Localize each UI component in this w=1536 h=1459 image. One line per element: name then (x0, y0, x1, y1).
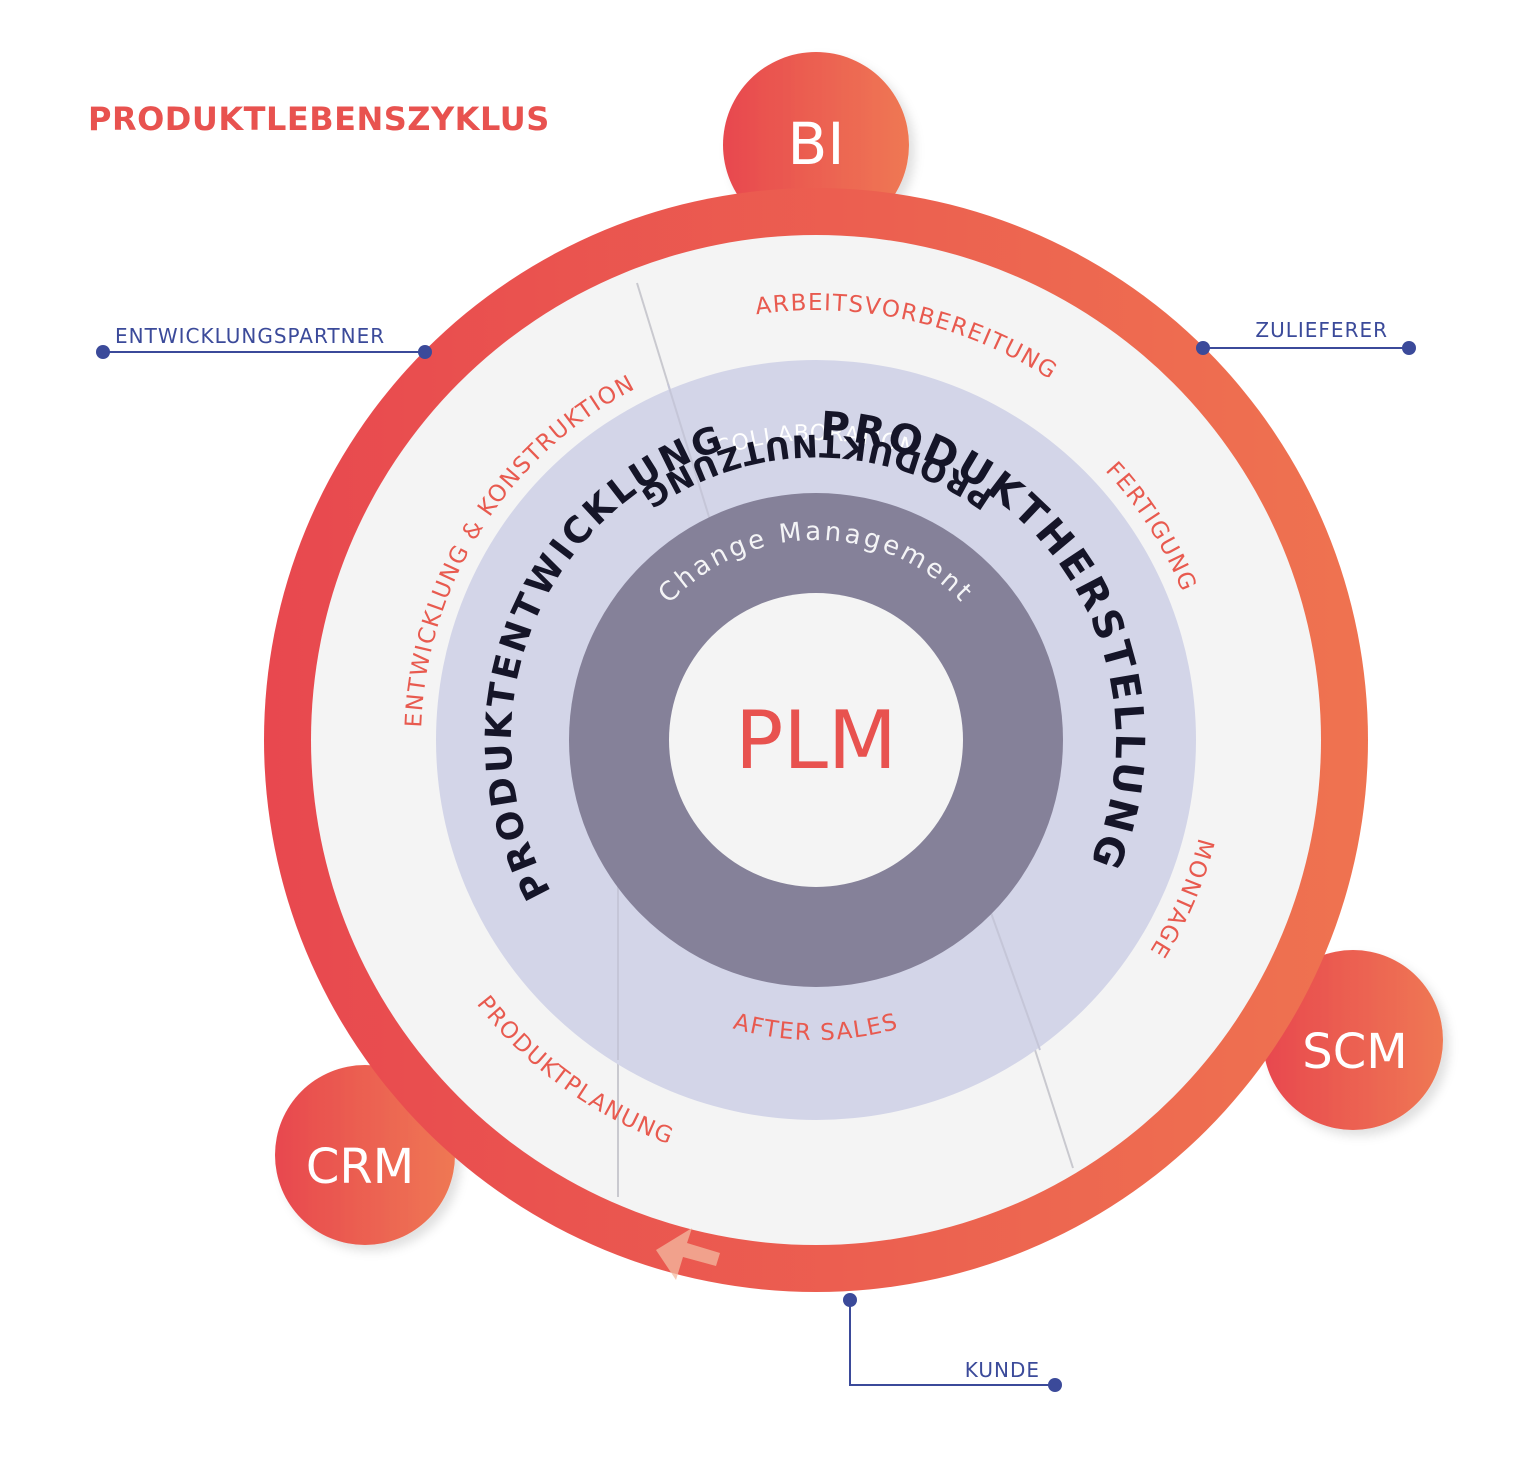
connector-zulieferer[interactable]: ZULIEFERER (1196, 318, 1416, 355)
connector-dot (1196, 341, 1210, 355)
scm-label: SCM (1302, 1024, 1407, 1080)
scm-bubble[interactable] (1263, 950, 1443, 1130)
kunde-label: KUNDE (965, 1358, 1040, 1382)
connector-kunde[interactable]: KUNDE (843, 1293, 1062, 1392)
connector-line (849, 1300, 1055, 1386)
plm-center (669, 593, 963, 887)
page-title: PRODUKTLEBENSZYKLUS (88, 100, 550, 138)
plm-label: PLM (735, 694, 897, 787)
connector-dot (1402, 341, 1416, 355)
connector-dot (96, 345, 110, 359)
phase-divider-top (667, 383, 711, 521)
connector-entwicklungspartner[interactable]: ENTWICKLUNGSPARTNER (96, 324, 432, 359)
crm-label: CRM (306, 1139, 414, 1195)
connector-dot (1048, 1378, 1062, 1392)
entwicklungspartner-label: ENTWICKLUNGSPARTNER (115, 324, 385, 348)
cycle-arrow-icon (656, 1228, 720, 1280)
zulieferer-label: ZULIEFERER (1255, 318, 1388, 342)
connector-dot (418, 345, 432, 359)
bi-label: BI (788, 110, 845, 178)
phase-divider-right (989, 909, 1041, 1051)
connector-dot (843, 1293, 857, 1307)
scm-bubble-shape (1263, 950, 1443, 1130)
